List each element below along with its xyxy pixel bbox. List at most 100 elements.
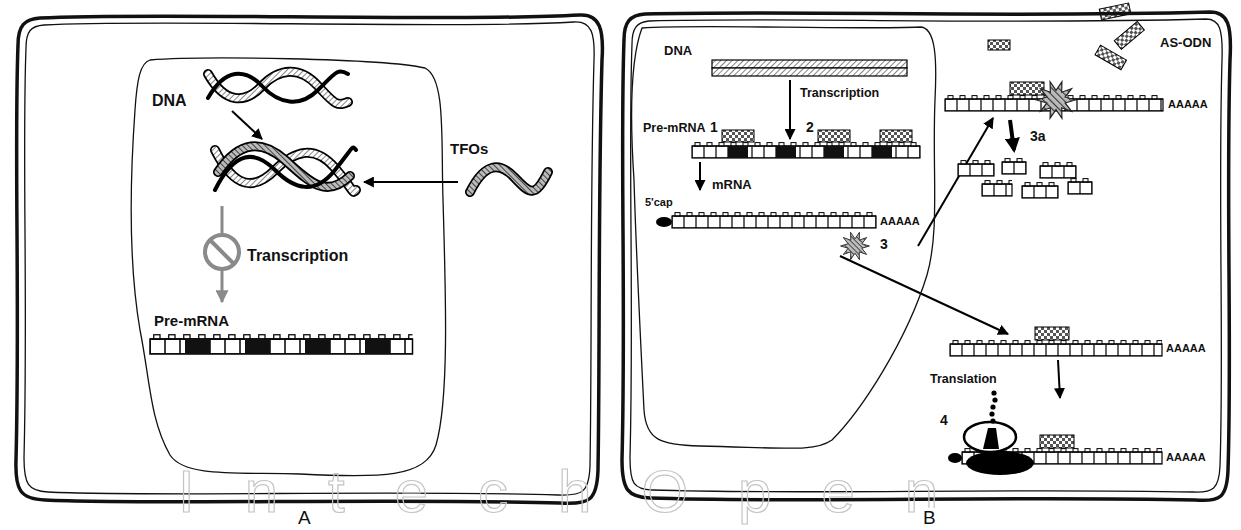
nucleus-outline [632, 27, 936, 449]
antisense-oligo [1010, 82, 1044, 95]
ribosome [989, 411, 994, 416]
pre-mrna-strand [728, 146, 748, 158]
antisense-oligo [1035, 327, 1069, 340]
ribosome [964, 422, 1016, 452]
pre-mrna-strand [776, 146, 796, 158]
callout-number: 3 [880, 236, 888, 252]
mrna-strand [950, 344, 1162, 356]
mrna-fragments [1002, 162, 1026, 174]
nucleus-outline: DNATranscriptionPre-mRNA12mRNA5'capAAAAA… [628, 20, 944, 456]
blocked-transcription-symbol [210, 240, 234, 264]
mrna-fragments [1022, 186, 1058, 198]
tfo-strand [470, 167, 548, 192]
ribosome [990, 418, 995, 423]
mrna-fragments [1002, 158, 1026, 174]
ribosome [983, 428, 999, 449]
ribosome [992, 397, 997, 402]
process-label: Translation [930, 372, 997, 386]
tfo-strand [470, 167, 548, 192]
ribosome [990, 404, 995, 409]
antisense-oligo [988, 40, 1010, 50]
arrow [1058, 360, 1060, 398]
callout-number: 4 [940, 412, 948, 428]
process-label: Transcription [247, 247, 348, 265]
mrna-fragments [982, 180, 1012, 196]
mrna-fragments [958, 160, 994, 176]
blocked-transcription-symbol [205, 206, 239, 302]
cell-outline [24, 22, 594, 495]
pre-mrna-strand [692, 142, 920, 158]
mrna-fragments [958, 158, 1092, 198]
dna-helix [208, 72, 348, 104]
rnase-h-symbol [841, 232, 870, 259]
pre-mrna-strand [305, 339, 330, 354]
cell-outline: TFOs DNA TranscriptionPre-mRNA [10, 8, 608, 510]
cell-outline: AS-ODNAAAAA3aAAAAATranslation4AAAAADNATr… [616, 6, 1236, 510]
antisense-oligo [1114, 22, 1144, 50]
pre-mrna-strand [185, 339, 210, 354]
arrow [1010, 120, 1014, 150]
oligo-label: AS-ODN [1160, 36, 1211, 51]
panel-label: B [921, 508, 938, 529]
dna-bar [712, 60, 907, 68]
mrna-strand [950, 340, 1162, 356]
arrow [918, 118, 993, 246]
antisense-oligo [880, 130, 912, 142]
mrna-strand [656, 217, 672, 227]
dna-helix [208, 71, 348, 104]
pre-mrna-strand [365, 339, 390, 354]
pre-mrna-strand [150, 334, 413, 354]
dna-helix [208, 71, 348, 101]
cell-outline [622, 12, 1230, 500]
arrow [699, 162, 701, 190]
mrna-fragments [1068, 178, 1092, 194]
mrna-fragments [958, 164, 994, 176]
mrna-fragments [1022, 182, 1058, 198]
ribosome [991, 390, 996, 395]
tfo-strand [470, 167, 548, 192]
cell-outline [16, 15, 603, 503]
antisense-oligo [818, 130, 850, 142]
pre-mrna-strand [150, 334, 413, 354]
dna-bar [712, 60, 907, 76]
cap-label: 5'cap [645, 196, 673, 209]
pre-mrna-strand [150, 339, 413, 354]
nucleus-outline [628, 20, 944, 456]
mrna-strand [672, 212, 876, 228]
pre-mrna-strand [245, 339, 270, 354]
blocked-transcription-symbol [205, 235, 239, 269]
rna-label: Pre-mRNA [643, 121, 706, 135]
mrna-fragments [1022, 182, 1058, 198]
poly-a-label: AAAAA [1166, 342, 1206, 355]
callout-number: 1 [710, 119, 718, 135]
rnase-h-symbol [1037, 82, 1075, 119]
rna-label: mRNA [712, 178, 752, 193]
cell-outline [616, 6, 1236, 510]
nucleus-outline [125, 50, 455, 484]
rna-label: Pre-mRNA [154, 312, 229, 329]
pre-mrna-strand [692, 146, 920, 158]
mrna-strand [656, 212, 876, 228]
antisense-oligo [722, 130, 754, 142]
mrna-fragments [1002, 158, 1026, 174]
triple-helix [218, 146, 350, 187]
dna-bar [712, 68, 907, 76]
poly-a-label: AAAAA [1168, 98, 1208, 111]
dna-label: DNA [152, 92, 187, 110]
mrna-fragments [1040, 162, 1076, 178]
arrow [232, 111, 262, 139]
mrna-fragments [958, 160, 994, 176]
dna-helix [208, 72, 348, 104]
poly-a-label: AAAAA [1166, 451, 1206, 464]
mrna-fragments [982, 184, 1012, 196]
mrna-fragments [982, 180, 1012, 196]
callout-number: 2 [806, 119, 814, 135]
mrna-fragments [1068, 182, 1092, 194]
mrna-strand [950, 340, 1162, 356]
triple-helix [215, 146, 356, 192]
antisense-oligo [1040, 435, 1074, 448]
pre-mrna-strand [692, 142, 920, 158]
antisense-oligo [1095, 45, 1126, 70]
oligo-label: TFOs [450, 140, 488, 157]
